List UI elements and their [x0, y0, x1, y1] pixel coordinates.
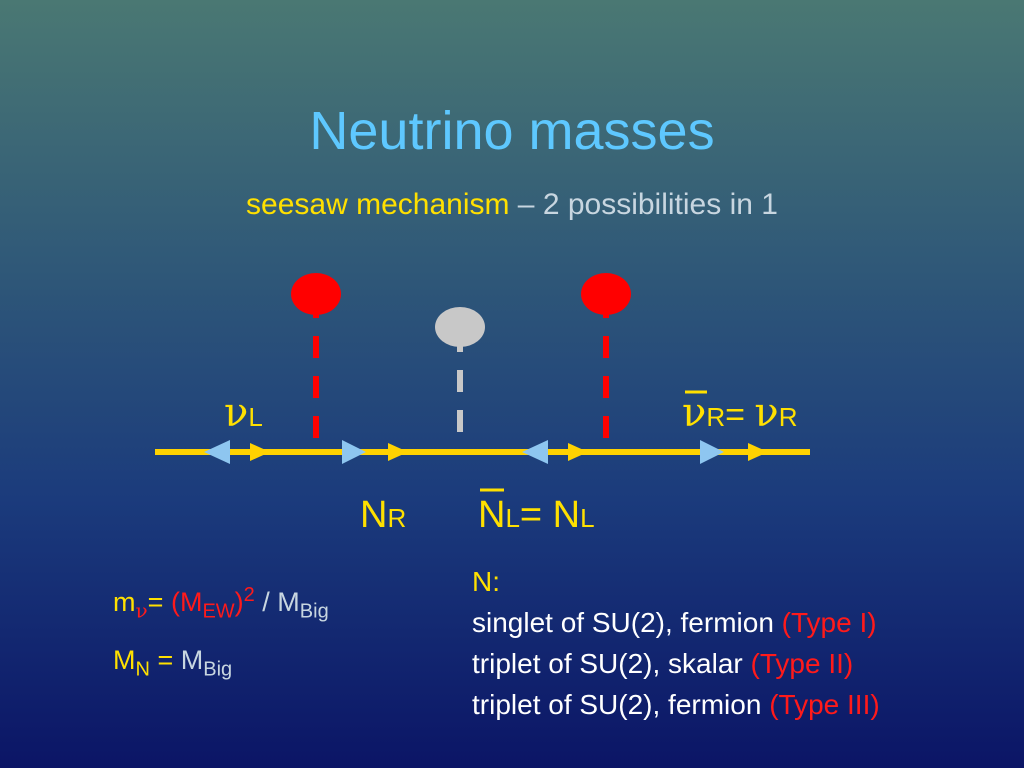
subtitle-rest: – 2 possibilities in 1	[509, 188, 778, 221]
info-line-type-2: triplet of SU(2), skalar (Type II)	[472, 648, 853, 680]
info-type-3: (Type III)	[769, 689, 880, 720]
squared-superscript: 2	[243, 584, 255, 606]
blue-arrow-right-2	[700, 440, 724, 464]
label-nu-R: νR= νR	[682, 390, 798, 436]
nu-equals: =	[725, 396, 755, 434]
M-N-subscript: N	[135, 658, 150, 681]
nu-bar-symbol: ν	[682, 390, 707, 436]
subtitle: seesaw mechanism – 2 possibilities in 1	[0, 188, 1024, 222]
N-bar-subscript: L	[505, 503, 520, 533]
label-nu-L: νL	[224, 390, 263, 436]
divide-m: / M	[254, 587, 300, 617]
higgs-vev-left	[291, 273, 341, 315]
info-text-3: triplet of SU(2), fermion	[472, 689, 770, 720]
m-symbol: m	[113, 587, 136, 617]
N-L-subscript: L	[580, 503, 595, 533]
ew-subscript: EW	[202, 600, 235, 623]
arrow-right-1	[250, 443, 270, 461]
nu-R-symbol: ν	[754, 390, 779, 436]
M-big-symbol: M	[180, 645, 204, 675]
blue-arrow-left-2	[522, 440, 548, 464]
info-line-type-1: singlet of SU(2), fermion (Type I)	[472, 607, 877, 639]
formula-M-N: MN = MBig	[113, 645, 232, 679]
page-title: Neutrino masses	[309, 101, 715, 161]
higgs-vev-right	[581, 273, 631, 315]
nu-R-subscript: R	[778, 402, 798, 432]
nu-bar-subscript: R	[706, 402, 726, 432]
big-subscript-2: Big	[203, 658, 233, 681]
m-ew-close: )	[234, 587, 244, 617]
N-L-main: N	[552, 494, 581, 536]
blue-arrow-right-1	[342, 440, 366, 464]
m-nu-equals: =	[147, 587, 171, 617]
formula-m-nu: mν= (MEW)2 / MBig	[113, 584, 329, 621]
N-R-subscript: R	[387, 503, 407, 533]
N-R-main: N	[360, 494, 388, 536]
info-type-1: (Type I)	[781, 607, 877, 638]
label-N-L: NL= NL	[478, 494, 595, 537]
N-bar-main: N	[478, 494, 506, 536]
big-subscript-1: Big	[299, 600, 329, 623]
arrow-right-4	[748, 443, 768, 461]
info-line-type-3: triplet of SU(2), fermion (Type III)	[472, 689, 880, 721]
info-type-2: (Type II)	[750, 648, 854, 679]
m-nu-subscript: ν	[135, 598, 148, 623]
arrow-right-3	[568, 443, 588, 461]
arrow-right-2	[388, 443, 408, 461]
nu-L-subscript: L	[248, 402, 263, 432]
scalar-vev-middle	[435, 307, 485, 347]
info-heading: N:	[472, 566, 500, 597]
label-N-R: NR	[360, 494, 406, 537]
nu-symbol: ν	[224, 390, 249, 436]
blue-arrow-left-1	[204, 440, 230, 464]
N-equals: =	[519, 494, 553, 536]
m-ew-open: (M	[170, 587, 203, 617]
M-N-equals: =	[149, 645, 181, 675]
info-text-1: singlet of SU(2), fermion	[472, 607, 782, 638]
subtitle-highlight: seesaw mechanism	[246, 188, 510, 221]
M-symbol: M	[113, 645, 136, 675]
info-text-2: triplet of SU(2), skalar	[472, 648, 751, 679]
